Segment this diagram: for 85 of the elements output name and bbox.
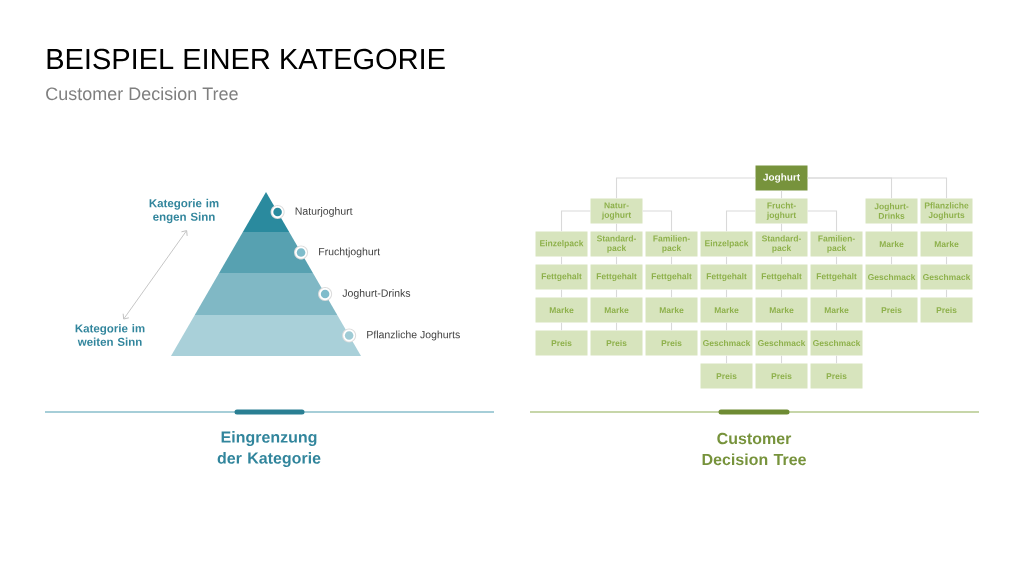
category-box: Preis	[810, 363, 863, 389]
connector-line	[780, 223, 783, 232]
connector-line	[615, 322, 618, 331]
category-box: Geschmack	[920, 264, 973, 290]
category-box: Fettgehalt	[535, 264, 588, 290]
category-label: Kategorie im engen Sinn	[149, 198, 219, 224]
connector-line	[725, 289, 728, 298]
connector-line	[560, 289, 563, 298]
connector-line	[835, 322, 838, 331]
connector-line	[670, 256, 673, 265]
category-box: Fettgehalt	[755, 264, 808, 290]
category-box: Geschmack	[810, 330, 863, 356]
connector-line	[807, 177, 948, 199]
category-box: Natur- joghurt	[590, 198, 643, 224]
category-box: Einzelpack	[700, 231, 753, 257]
connector-line	[780, 289, 783, 298]
category-box: Marke	[865, 231, 918, 257]
category-box: Marke	[810, 297, 863, 323]
connector-line	[835, 289, 838, 298]
connector-line	[670, 289, 673, 298]
category-box: Marke	[590, 297, 643, 323]
connector-line	[780, 355, 783, 364]
category-box: Preis	[535, 330, 588, 356]
connector-line	[945, 223, 948, 232]
connector-line	[670, 322, 673, 331]
connector-line	[890, 223, 893, 232]
category-box: Familien- pack	[645, 231, 698, 257]
layer-label: Joghurt-Drinks	[342, 289, 411, 299]
category-box: Marke	[920, 231, 973, 257]
category-box: Marke	[700, 297, 753, 323]
category-box: Joghurt- Drinks	[865, 198, 918, 224]
connector-line	[560, 322, 563, 331]
connector-line	[890, 256, 893, 265]
category-box: Fettgehalt	[645, 264, 698, 290]
category-label: Kategorie im weiten Sinn	[75, 324, 145, 346]
category-box: Geschmack	[700, 330, 753, 356]
connector-line	[835, 256, 838, 265]
category-box: Standard- pack	[590, 231, 643, 257]
category-box: Standard- pack	[755, 231, 808, 257]
layer-label: Pflanzliche Joghurts	[367, 330, 460, 341]
category-box: Geschmack	[865, 264, 918, 290]
subtitle: Customer Decision Tree	[46, 86, 238, 101]
connector-line	[945, 256, 948, 265]
section-caption: Customer Decision Tree	[702, 432, 806, 466]
category-box: Einzelpack	[535, 231, 588, 257]
category-box: Preis	[700, 363, 753, 389]
connector-line	[807, 210, 838, 232]
category-box: Fettgehalt	[810, 264, 863, 290]
category-box: Frucht- joghurt	[755, 198, 808, 224]
category-box: Geschmack	[755, 330, 808, 356]
connector-line	[725, 256, 728, 265]
category-box: Fettgehalt	[700, 264, 753, 290]
category-box: Fettgehalt	[590, 264, 643, 290]
title: BEISPIEL EINER KATEGORIE	[47, 48, 445, 70]
layer-label: Naturjoghurt	[295, 207, 353, 217]
connector-line	[725, 322, 728, 331]
category-box: Marke	[645, 297, 698, 323]
layer-label: Fruchtjoghurt	[319, 247, 381, 258]
connector-line	[642, 210, 673, 232]
category-box: Preis	[755, 363, 808, 389]
category-box: Familien- pack	[810, 231, 863, 257]
connector-line	[615, 256, 618, 265]
category-box: Preis	[590, 330, 643, 356]
connector-line	[945, 289, 948, 298]
category-box: Pflanzliche Joghurts	[920, 198, 973, 224]
connector-line	[725, 210, 756, 232]
root-box: Joghurt	[755, 165, 808, 191]
category-box: Marke	[755, 297, 808, 323]
connector-line	[780, 256, 783, 265]
connector-line	[615, 177, 756, 199]
category-box: Preis	[920, 297, 973, 323]
section-caption: Eingrenzung der Kategorie	[217, 431, 321, 467]
connector-line	[560, 210, 591, 232]
category-box: Marke	[535, 297, 588, 323]
connector-line	[780, 322, 783, 331]
connector-line	[615, 289, 618, 298]
double-arrow	[122, 230, 188, 320]
connector-line	[560, 256, 563, 265]
connector-line	[780, 190, 783, 199]
connector-line	[890, 289, 893, 298]
connector-line	[615, 223, 618, 232]
category-box: Preis	[865, 297, 918, 323]
connector-line	[835, 355, 838, 364]
category-box: Preis	[645, 330, 698, 356]
connector-line	[725, 355, 728, 364]
